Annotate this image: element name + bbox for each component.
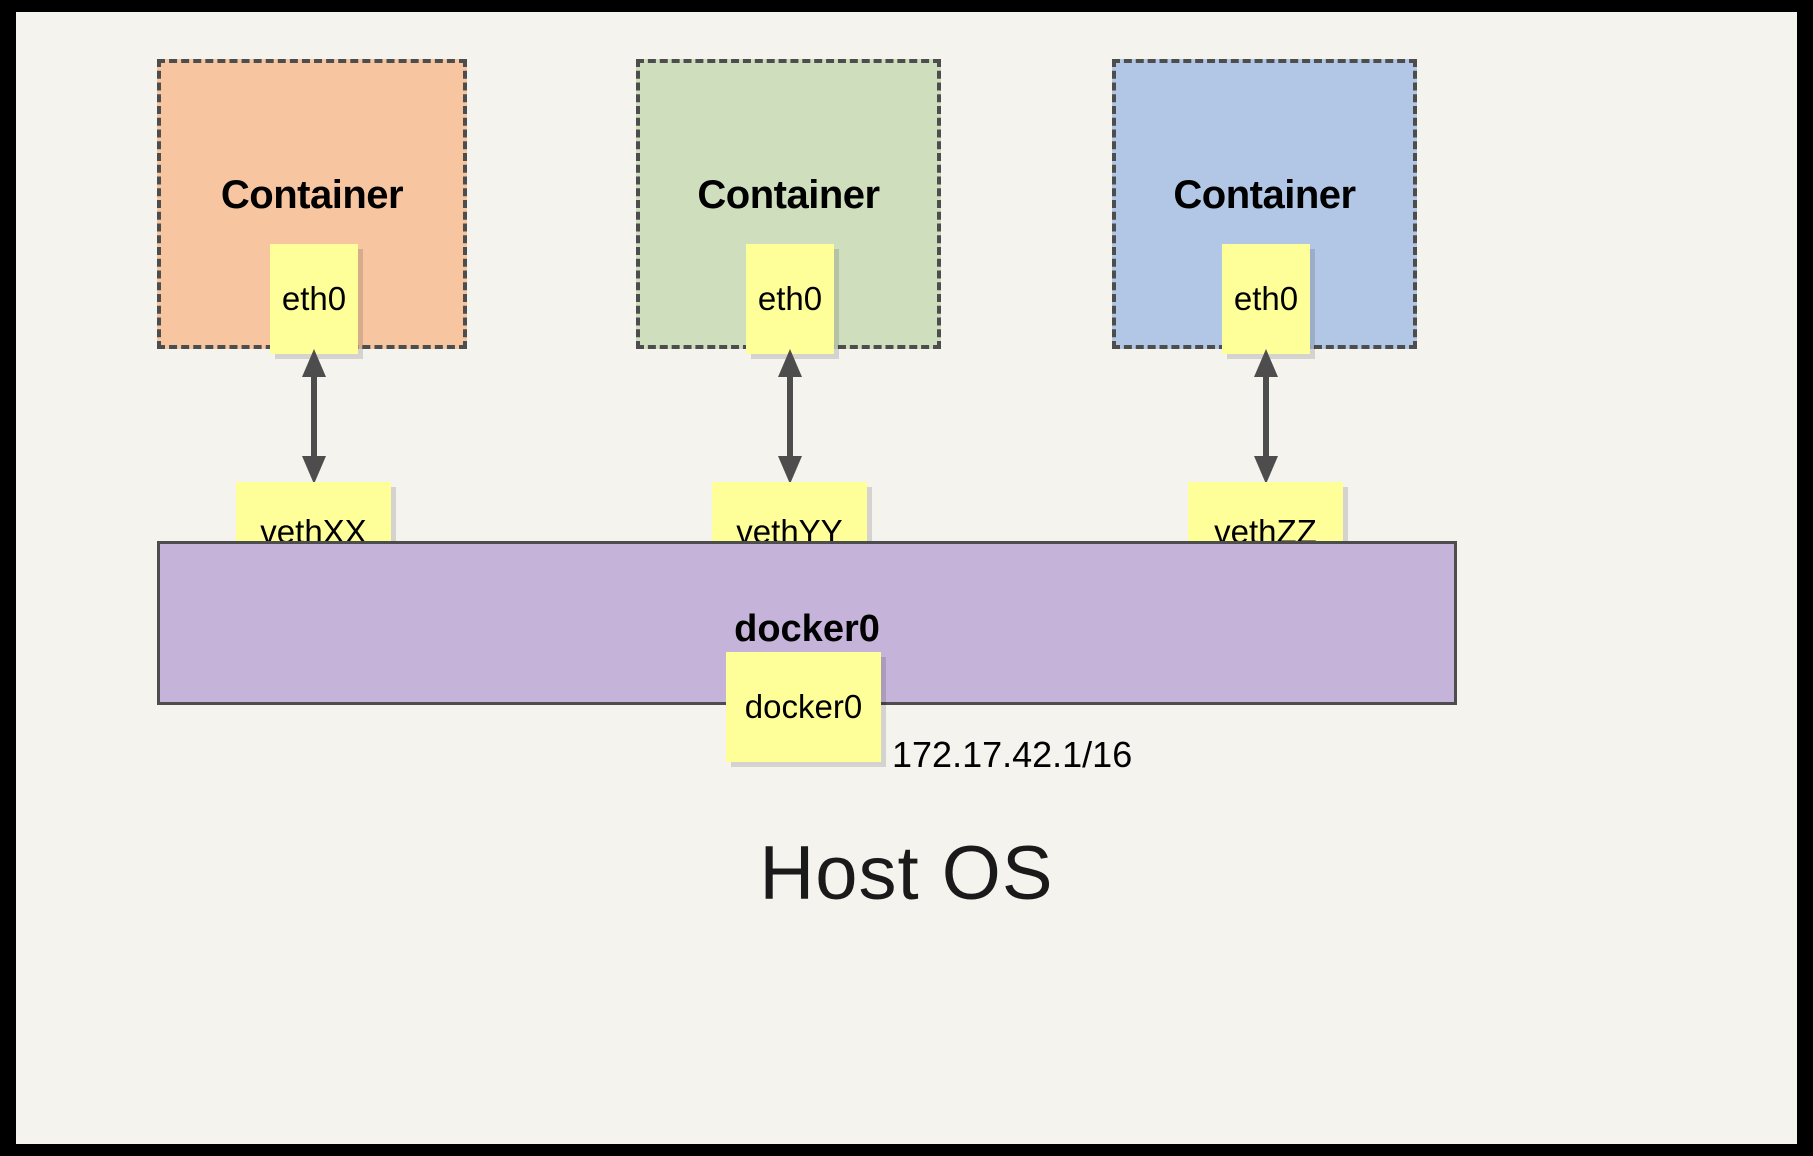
docker0-interface-label: docker0 bbox=[744, 688, 863, 725]
eth0-box-2[interactable]: eth0 bbox=[746, 244, 834, 354]
veth-link-arrow-2 bbox=[778, 349, 802, 484]
eth0-box-1[interactable]: eth0 bbox=[270, 244, 358, 354]
docker0-bridge-label: docker0 bbox=[734, 608, 880, 650]
eth0-label-2: eth0 bbox=[757, 280, 823, 317]
eth0-label-1: eth0 bbox=[281, 280, 347, 317]
docker0-ip-label: 172.17.42.1/16 bbox=[892, 734, 1133, 775]
host-os-label: Host OS bbox=[759, 831, 1054, 916]
container-title-1: Container bbox=[220, 173, 404, 217]
host-os-frame: Container eth0 vethXX Container eth0 vet… bbox=[16, 12, 1797, 1144]
eth0-box-3[interactable]: eth0 bbox=[1222, 244, 1310, 354]
container-title-2: Container bbox=[697, 173, 880, 217]
docker0-interface-box[interactable]: docker0 bbox=[726, 652, 881, 762]
veth-link-arrow-1 bbox=[302, 349, 326, 484]
container-title-3: Container bbox=[1173, 173, 1356, 217]
eth0-label-3: eth0 bbox=[1233, 280, 1299, 317]
veth-link-arrow-3 bbox=[1254, 349, 1278, 484]
